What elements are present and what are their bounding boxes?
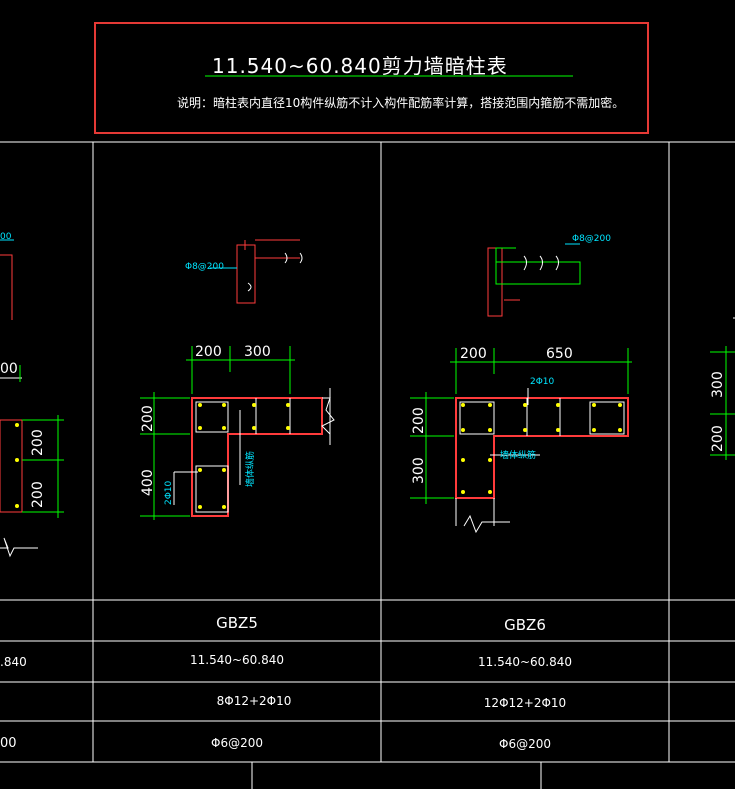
gbz6-dim-top-2: 650 [546, 346, 573, 362]
gbz6-elevation: 11.540~60.840 [477, 655, 573, 669]
left-elevation: .840 [0, 655, 27, 669]
left-dim-right-lower: 200 [30, 481, 46, 508]
right-dim-left-2: 200 [710, 425, 726, 452]
gbz5-stirrup-sketch [210, 239, 303, 304]
gbz6-dim-left-2: 300 [411, 457, 427, 484]
gbz5-annot-text: 墙体纵筋 [246, 450, 256, 487]
gbz5-detail-stirrup-label: Φ8@200 [185, 262, 224, 272]
gbz5-dim-top-1: 200 [195, 344, 222, 360]
gbz6-dim-left-1: 200 [411, 407, 427, 434]
gbz5-section [140, 346, 335, 520]
gbz6-section [410, 348, 632, 534]
gbz5-name: GBZ5 [216, 614, 258, 632]
gbz5-annot-bar: 2Φ10 [164, 480, 174, 505]
gbz5-dim-top-2: 300 [244, 344, 271, 360]
gbz6-name: GBZ6 [504, 616, 546, 634]
gbz5-elevation: 11.540~60.840 [189, 653, 285, 667]
page-title: 11.540~60.840剪力墙暗柱表 [212, 54, 508, 78]
title-highlight-box [94, 22, 649, 134]
left-label-top: 00 [0, 232, 12, 242]
gbz6-dim-top-1: 200 [460, 346, 487, 362]
table-grid [0, 141, 735, 789]
right-partial-detail [710, 317, 735, 460]
page-note: 说明：暗柱表内直径10构件纵筋不计入构件配筋率计算，搭接范围内箍筋不需加密。 [177, 96, 625, 110]
gbz5-stirrup: Φ6@200 [211, 736, 263, 750]
gbz6-annot-bar: 2Φ10 [530, 377, 555, 387]
gbz5-dim-left-1: 200 [140, 405, 156, 432]
right-dim-left-1: 300 [710, 371, 726, 398]
left-stirrup: 00 [0, 736, 17, 751]
gbz6-stirrup-sketch [487, 243, 581, 317]
gbz6-annot-text: 墙体纵筋 [500, 451, 537, 461]
left-dim-top: 00 [0, 361, 18, 377]
gbz6-longitudinal: 12Φ12+2Φ10 [483, 696, 567, 710]
gbz6-stirrup: Φ6@200 [499, 737, 551, 751]
gbz6-detail-stirrup-label: Φ8@200 [572, 234, 611, 244]
gbz5-longitudinal: 8Φ12+2Φ10 [216, 694, 292, 708]
left-partial-detail [0, 239, 64, 558]
left-dim-right-upper: 200 [30, 429, 46, 456]
gbz5-dim-left-2: 400 [140, 469, 156, 496]
